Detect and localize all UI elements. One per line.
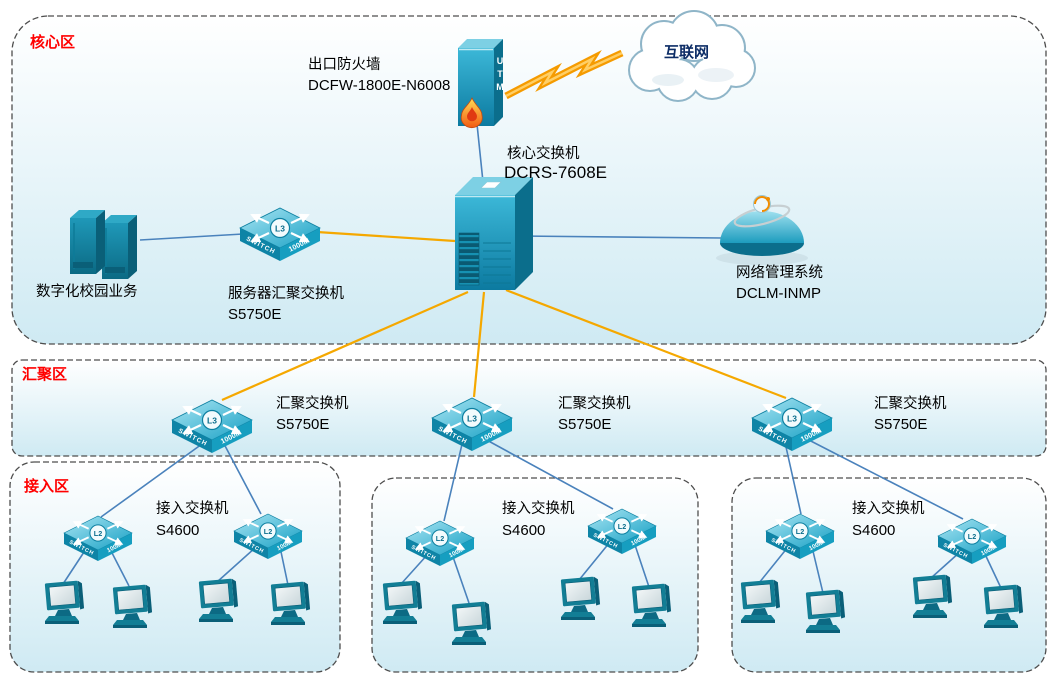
flame-icon — [460, 96, 483, 129]
blue-links — [62, 123, 1002, 604]
link-core-nms — [517, 235, 723, 239]
link-access-pc — [811, 546, 824, 594]
campus-servers-label: 数字化校园业务 — [36, 284, 138, 300]
link-agg1-access2 — [222, 441, 262, 515]
link-agg3-access2 — [802, 436, 964, 520]
firewall-name: 出口防火墙 — [308, 57, 381, 73]
access-zone-1 — [9, 461, 341, 673]
firewall-device — [458, 39, 503, 129]
server-agg-switch-model: S5750E — [228, 306, 282, 323]
nms-model: DCLM-INMP — [736, 285, 821, 302]
link-agg2-access2 — [482, 437, 614, 510]
link-serveragg-servers — [139, 233, 244, 241]
link-access-pc — [109, 548, 130, 587]
nms-name: 网络管理系统 — [736, 265, 823, 281]
link-access-pc — [451, 553, 470, 604]
access-switch-1-name: 接入交换机 — [156, 501, 229, 517]
internet-label: 互联网 — [664, 44, 710, 61]
agg-switch-2-model: S5750E — [558, 416, 612, 433]
agg-switch-1-name: 汇聚交换机 — [276, 396, 349, 412]
server-agg-switch-name: 服务器汇聚交换机 — [228, 286, 344, 302]
agg-switch-2-name: 汇聚交换机 — [558, 396, 631, 412]
firewall-model: DCFW-1800E-N6008 — [308, 77, 451, 94]
campus-servers-device — [70, 210, 137, 279]
link-access-pc — [279, 546, 289, 586]
agg-switch-1-model: S5750E — [276, 416, 330, 433]
core-zone-label: 核心区 — [30, 34, 76, 51]
link-access-pc — [216, 546, 257, 583]
link-access-pc — [62, 548, 87, 585]
internet-cloud — [628, 10, 756, 102]
access-switch-1-model: S4600 — [156, 522, 200, 539]
core-switch-model: DCRS-7608E — [504, 163, 607, 182]
nms-device — [716, 195, 808, 265]
link-core-serveragg — [316, 230, 456, 243]
link-access-pc — [633, 541, 650, 588]
agg-switch-3-name: 汇聚交换机 — [874, 396, 947, 412]
core-switch-name: 核心交换机 — [507, 146, 580, 162]
core-switch-device — [455, 177, 533, 290]
link-agg3-access1 — [783, 437, 802, 515]
link-access-pc — [578, 541, 611, 581]
link-access-pc — [983, 551, 1002, 589]
link-core-agg3 — [505, 288, 787, 400]
orange-links — [221, 230, 787, 402]
link-firewall-core — [476, 123, 484, 183]
agg-switch-3-model: S5750E — [874, 416, 928, 433]
link-access-pc — [930, 551, 961, 579]
access-switch-2-name: 接入交换机 — [502, 501, 575, 517]
access-switch-2-model: S4600 — [502, 522, 546, 539]
link-core-agg1 — [221, 290, 469, 402]
aggregation-zone-label: 汇聚区 — [22, 366, 68, 383]
utm-badge: UTM — [495, 56, 505, 95]
access-zone-label: 接入区 — [24, 478, 70, 495]
link-agg1-access1 — [100, 443, 203, 518]
link-access-pc — [758, 546, 789, 584]
link-agg2-access1 — [443, 439, 464, 522]
link-access-pc — [400, 553, 429, 585]
lightning-bolt — [504, 49, 624, 100]
link-core-agg2 — [472, 291, 486, 398]
access-switch-3-name: 接入交换机 — [852, 501, 925, 517]
access-switch-3-model: S4600 — [852, 522, 896, 539]
